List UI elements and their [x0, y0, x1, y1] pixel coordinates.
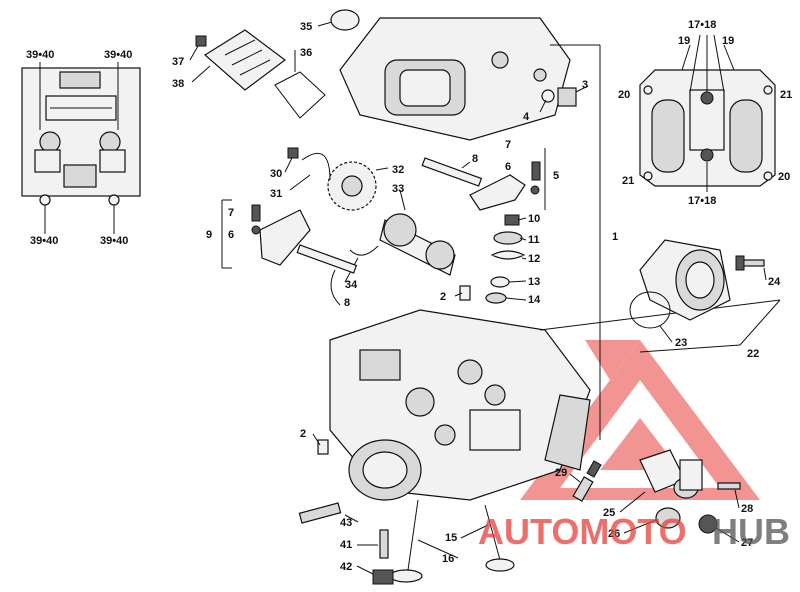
label-20-right: 20	[778, 171, 790, 183]
exhaust-adapter-26	[655, 459, 703, 529]
bolt-30	[284, 147, 299, 173]
nut-27	[698, 514, 718, 534]
label-25: 25	[603, 507, 615, 519]
inspection-cover-38	[191, 29, 286, 91]
label-41: 41	[340, 539, 352, 551]
bolt-37	[189, 35, 207, 61]
label-9: 9	[206, 229, 212, 241]
label-8-right: 8	[472, 153, 478, 165]
nut-42	[372, 569, 394, 585]
label-24: 24	[768, 276, 781, 288]
label-33: 33	[392, 183, 404, 195]
label-34: 34	[345, 279, 358, 291]
gasket-36	[274, 50, 326, 119]
label-8-left: 8	[344, 297, 350, 309]
label-21-right: 21	[780, 89, 792, 101]
label-36: 36	[300, 47, 312, 59]
plug-3-4	[539, 85, 589, 113]
label-7-left: 7	[228, 207, 234, 219]
valve-intake-16	[389, 499, 423, 583]
intake-tube-22	[639, 239, 781, 353]
inset-head-top-view	[21, 62, 141, 234]
cam-sprocket-32	[327, 161, 389, 211]
label-26: 26	[608, 528, 620, 540]
label-43: 43	[340, 517, 352, 529]
label-42: 42	[340, 561, 352, 573]
label-32: 32	[392, 164, 404, 176]
watermark-text-right: HUB	[712, 511, 790, 552]
label-12: 12	[528, 253, 540, 265]
label-35: 35	[300, 21, 312, 33]
cylinder-head	[329, 299, 781, 501]
label-14: 14	[528, 294, 541, 306]
label-19-right: 19	[722, 35, 734, 47]
dowel-pin-upper	[459, 285, 471, 301]
spark-plug-29	[572, 460, 602, 502]
label-20-left: 20	[618, 89, 630, 101]
stud-43	[298, 502, 342, 524]
label-37: 37	[172, 56, 184, 68]
valve-cover	[339, 17, 601, 440]
label-1: 1	[612, 231, 618, 243]
label-39-40-bottom-right: 39•40	[100, 235, 128, 247]
o-ring-23	[629, 291, 671, 329]
dowel-pin-lower	[317, 439, 329, 455]
watermark-text: AUTOMOTO HUB	[478, 511, 790, 552]
label-21-left: 21	[622, 175, 634, 187]
rocker-arm-right	[421, 148, 546, 211]
label-11: 11	[528, 234, 540, 246]
label-17-18-bottom: 17•18	[688, 195, 716, 207]
label-31: 31	[270, 188, 282, 200]
label-10: 10	[528, 213, 540, 225]
oil-cap-ring-35	[317, 9, 360, 31]
label-13: 13	[528, 276, 540, 288]
label-6-right: 6	[505, 161, 511, 173]
label-16: 16	[442, 553, 454, 565]
label-17-18-top: 17•18	[688, 19, 716, 31]
label-27: 27	[741, 537, 753, 549]
label-6-left: 6	[228, 229, 234, 241]
label-23: 23	[675, 337, 687, 349]
inset-head-rear-view	[639, 34, 776, 192]
label-39-40-bottom-left: 39•40	[30, 235, 58, 247]
camshaft-33	[379, 189, 456, 276]
stud-28	[717, 482, 741, 490]
valve-exhaust-15	[484, 504, 515, 572]
valve-spring-stack	[485, 214, 526, 304]
lock-plate-31	[289, 152, 331, 191]
watermark-text-left: AUTOMOTO	[478, 511, 687, 552]
bolt-24	[735, 255, 765, 271]
label-22: 22	[747, 348, 759, 360]
stud-41	[379, 529, 389, 559]
label-30: 30	[270, 168, 282, 180]
label-2-lower: 2	[300, 428, 306, 440]
label-3: 3	[582, 79, 588, 91]
label-5: 5	[553, 170, 559, 182]
label-38: 38	[172, 78, 184, 90]
label-4: 4	[523, 111, 530, 123]
label-39-40-top-right: 39•40	[104, 49, 132, 61]
label-39-40-top-left: 39•40	[26, 49, 54, 61]
leader-lines	[312, 217, 767, 575]
label-15: 15	[445, 532, 457, 544]
label-19-left: 19	[678, 35, 690, 47]
label-2-upper: 2	[440, 291, 446, 303]
part-labels: 1 2 2 3 4 5 6 6 7 7 8 8 9 10 11 12 13 14…	[26, 19, 792, 573]
label-7-right: 7	[505, 139, 511, 151]
label-28: 28	[741, 503, 753, 515]
label-29: 29	[555, 467, 567, 479]
rocker-arm-left	[221, 199, 358, 306]
